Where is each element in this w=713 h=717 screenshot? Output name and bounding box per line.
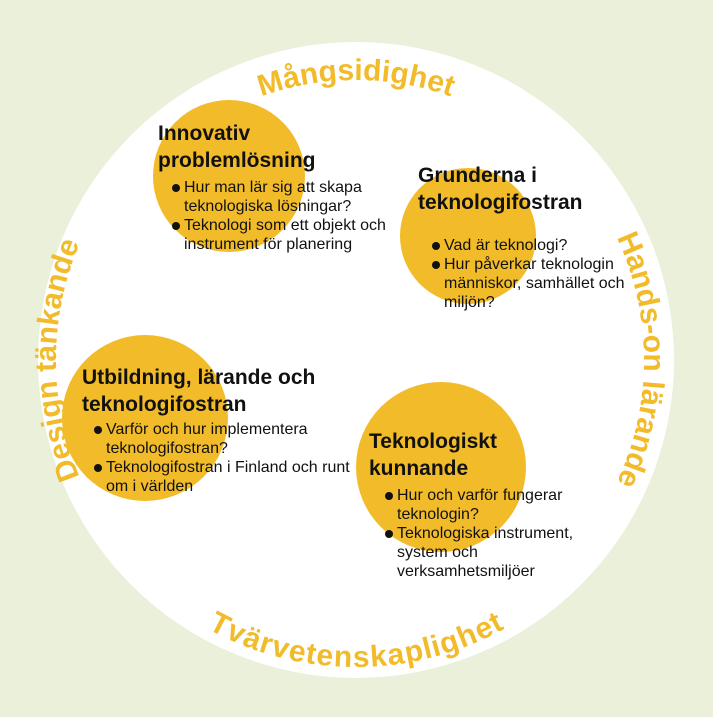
topic-kunnande: Teknologiskt kunnande Hur och varför fun… — [369, 428, 609, 581]
topic-circle-utbildning — [62, 335, 228, 501]
topic-bullet: Vad är teknologi? — [432, 236, 654, 255]
topic-title: Teknologiskt kunnande — [369, 430, 497, 480]
topic-bullets: Varför och hur implementera teknologifos… — [94, 420, 356, 496]
topic-bullet: Hur man lär sig att skapa teknologiska l… — [172, 178, 397, 216]
topic-bullet: Teknologiska instrument, system och verk… — [385, 524, 607, 581]
topic-bullet: Teknologifostran i Finland och runt om i… — [94, 458, 356, 496]
topic-title: Utbildning, lärande och teknologifostran — [82, 366, 316, 416]
topic-title: Innovativ problemlösning — [158, 122, 316, 172]
topic-bullet: Hur och varför fungerar teknologin? — [385, 486, 607, 524]
topic-grunderna: Grunderna i teknologifostran Vad är tekn… — [418, 162, 658, 312]
topic-title: Grunderna i teknologifostran — [418, 164, 583, 214]
topic-bullet: Hur påverkar teknologin människor, samhä… — [432, 255, 654, 312]
topic-bullets: Hur och varför fungerar teknologin? Tekn… — [385, 486, 607, 581]
topic-bullet: Varför och hur implementera teknologifos… — [94, 420, 356, 458]
topic-innovativ: Innovativ problemlösning Hur man lär sig… — [158, 120, 403, 254]
topic-circle-kunnande — [356, 382, 526, 552]
topic-bullets: Hur man lär sig att skapa teknologiska l… — [172, 178, 397, 254]
topic-circle-grunderna — [400, 168, 536, 304]
topic-bullets: Vad är teknologi? Hur påverkar teknologi… — [432, 236, 654, 312]
topic-bullet: Teknologi som ett objekt och instrument … — [172, 216, 397, 254]
topic-circle-innovativ — [153, 100, 305, 252]
topic-utbildning: Utbildning, lärande och teknologifostran… — [82, 364, 362, 496]
